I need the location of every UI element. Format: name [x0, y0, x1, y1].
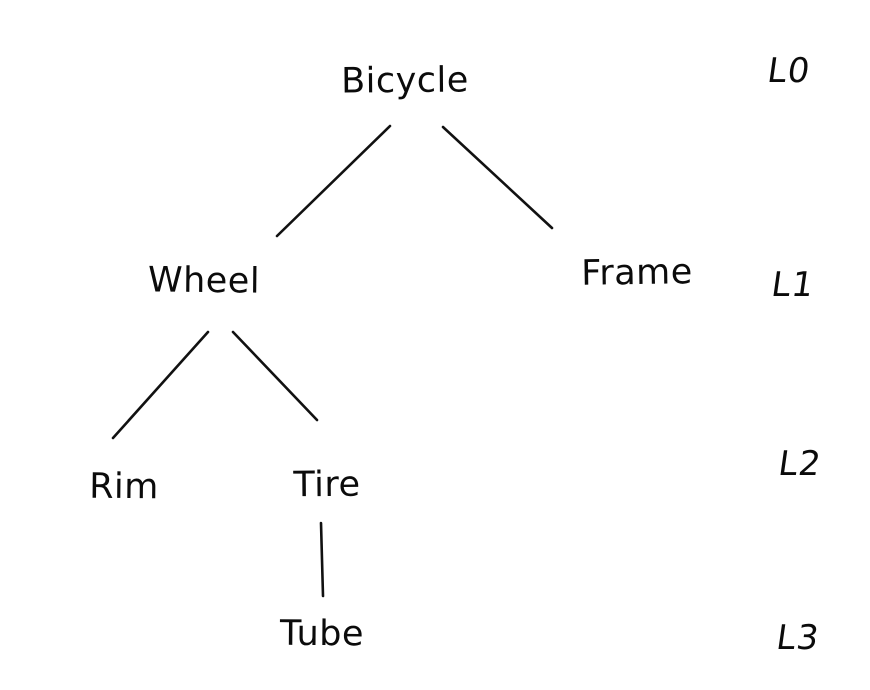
level-label-l1: L1: [768, 265, 818, 305]
node-frame: Frame: [580, 252, 694, 294]
edge-wheel-tire: [231, 330, 319, 422]
edge-wheel-rim: [111, 330, 210, 440]
node-wheel: Wheel: [147, 260, 261, 302]
edge-bicycle-wheel: [275, 124, 392, 238]
level-label-l0: L0: [764, 51, 814, 91]
node-tire: Tire: [293, 464, 361, 506]
edge-bicycle-frame: [441, 125, 554, 230]
node-tube: Tube: [279, 613, 365, 655]
node-rim: Rim: [89, 466, 159, 508]
level-label-l2: L2: [775, 444, 825, 484]
edge-tire-tube: [319, 521, 325, 598]
node-bicycle: Bicycle: [340, 60, 470, 102]
level-label-l3: L3: [773, 618, 823, 658]
